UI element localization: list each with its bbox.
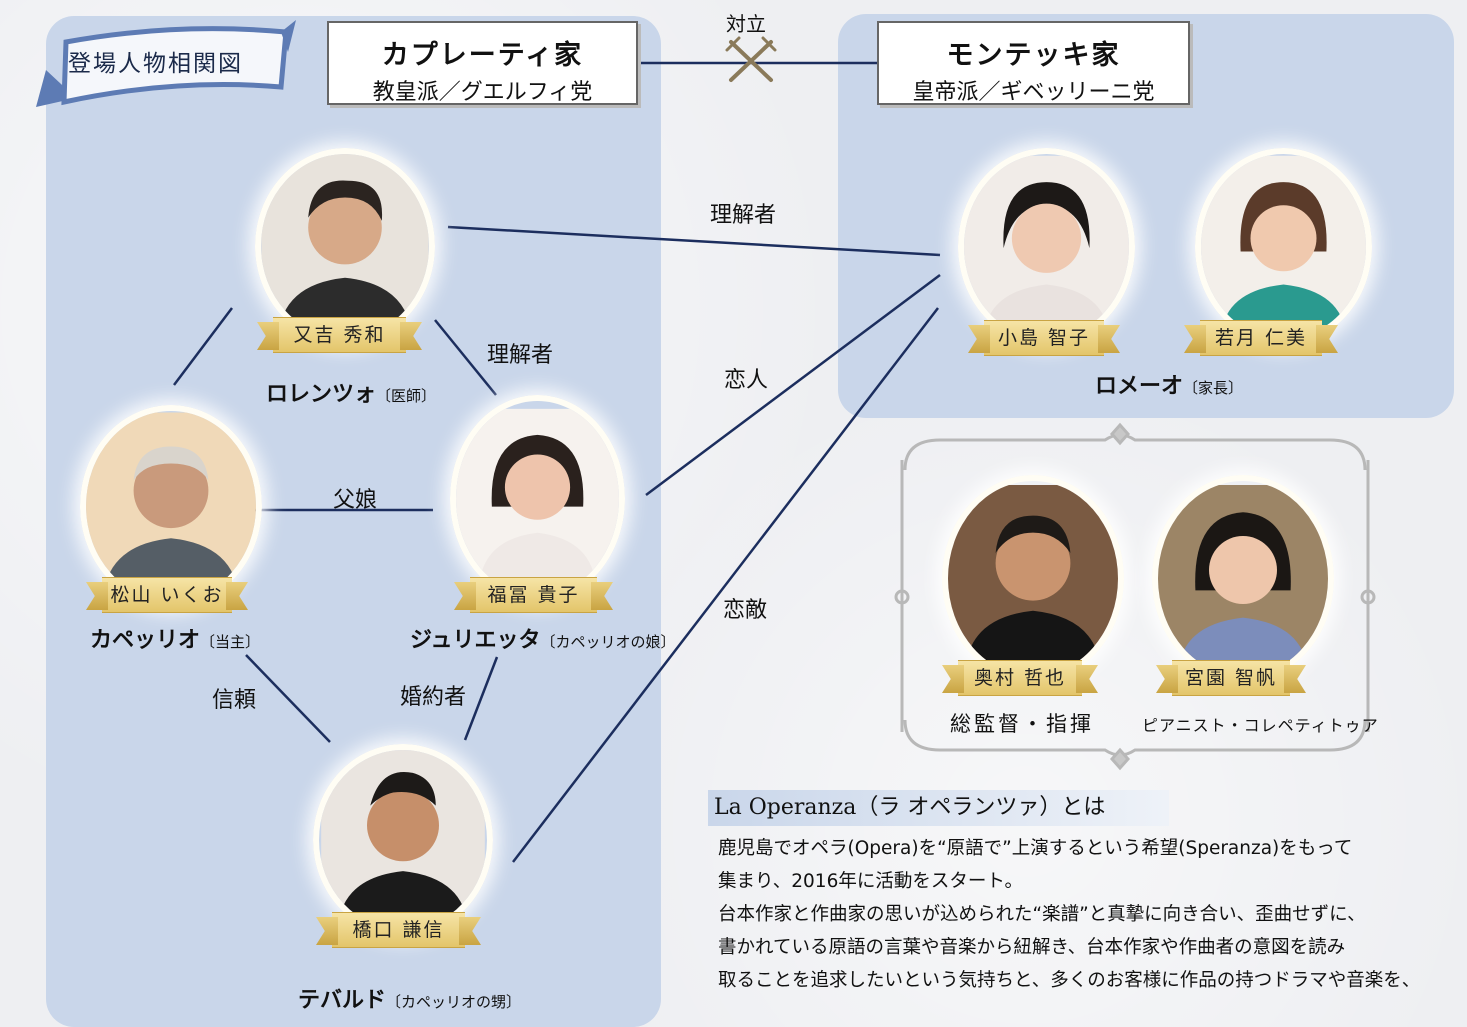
relation-tebaldo-romeo: 恋敵 bbox=[723, 598, 768, 623]
relation-capellio-giulietta: 父娘 bbox=[333, 488, 378, 513]
performer-name-romeo-2: 若月 仁美 bbox=[1200, 320, 1322, 356]
family-box-capuleti: カプレーティ家 教皇派／グエルフィ党 bbox=[327, 21, 638, 105]
role-note: 〔カペッリオの娘〕 bbox=[540, 633, 676, 651]
line-giulietta-romeo bbox=[645, 273, 941, 497]
banner-label: 登場人物相関図 bbox=[68, 51, 243, 77]
staff-name-pianist: 宮園 智帆 bbox=[1172, 660, 1290, 696]
performer-name-romeo-1: 小島 智子 bbox=[984, 320, 1104, 356]
portrait-romeo-2 bbox=[1195, 148, 1372, 345]
relation-lorenzo-giulietta: 理解者 bbox=[487, 343, 554, 368]
portrait-director bbox=[942, 475, 1124, 682]
performer-name-tebaldo: 橋口 謙信 bbox=[332, 912, 465, 948]
relation-lorenzo-romeo: 理解者 bbox=[710, 203, 777, 228]
about-line: 集まり、2016年に活動をスタート。 bbox=[718, 871, 1023, 892]
role-tebaldo: テバルド〔カペッリオの甥〕 bbox=[298, 982, 521, 1014]
performer-name-capellio: 松山 いくお bbox=[102, 577, 232, 613]
role-name: カペッリオ bbox=[90, 628, 201, 653]
role-note: 〔当主〕 bbox=[200, 633, 261, 651]
family-faction: 教皇派／グエルフィ党 bbox=[372, 80, 593, 105]
family-name: モンテッキ家 bbox=[946, 40, 1121, 71]
staff-name-director: 奥村 哲也 bbox=[958, 660, 1082, 696]
role-romeo: ロメーオ〔家長〕 bbox=[1095, 368, 1243, 400]
role-note: 〔家長〕 bbox=[1183, 379, 1244, 397]
role-note: 〔カペッリオの甥〕 bbox=[386, 993, 522, 1011]
role-note: 〔医師〕 bbox=[376, 387, 437, 405]
title-banner bbox=[36, 20, 296, 107]
line-lorenzo-giulietta bbox=[434, 319, 497, 396]
relation-giulietta-tebaldo: 婚約者 bbox=[400, 685, 467, 710]
performer-name-lorenzo: 又吉 秀和 bbox=[273, 317, 406, 353]
relation-capellio-tebaldo: 信頼 bbox=[212, 688, 257, 713]
role-giulietta: ジュリエッタ〔カペッリオの娘〕 bbox=[410, 622, 675, 654]
portrait-lorenzo bbox=[255, 148, 435, 344]
relation-giulietta-romeo: 恋人 bbox=[724, 368, 769, 393]
family-name: カプレーティ家 bbox=[381, 40, 584, 71]
staff-title-pianist: ピアニスト・コレペティトゥア bbox=[1142, 716, 1379, 735]
about-line: 鹿児島でオペラ(Opera)を“原語で”上演するという希望(Speranza)を… bbox=[718, 838, 1353, 859]
about-body: 鹿児島でオペラ(Opera)を“原語で”上演するという希望(Speranza)を… bbox=[718, 832, 1463, 997]
family-faction: 皇帝派／ギベッリーニ党 bbox=[912, 80, 1155, 105]
line-tebaldo-romeo bbox=[512, 307, 939, 863]
family-box-montecchi: モンテッキ家 皇帝派／ギベッリーニ党 bbox=[877, 21, 1190, 105]
performer-name-giulietta: 福冨 貴子 bbox=[470, 577, 597, 613]
portrait-giulietta bbox=[450, 395, 625, 602]
portrait-tebaldo bbox=[313, 744, 493, 936]
about-line: 書かれている原語の言葉や音楽から紐解き、台本作家や作曲者の意図を読み bbox=[718, 937, 1346, 958]
about-line: 台本作家と作曲家の思いが込められた“楽譜”と真摯に向き合い、歪曲せずに、 bbox=[718, 904, 1366, 925]
role-name: ロレンツォ bbox=[266, 382, 377, 407]
about-line: 取ることを追求したいという気持ちと、多くのお客様に作品の持つドラマや音楽を、 bbox=[718, 970, 1421, 991]
crossed-swords-icon bbox=[725, 36, 777, 82]
staff-title-director: 総監督・指揮 bbox=[950, 712, 1094, 736]
about-title: La Operanza（ラ オペランツァ）とは bbox=[708, 790, 1169, 826]
portrait-pianist bbox=[1152, 475, 1334, 682]
portrait-romeo-1 bbox=[958, 148, 1135, 345]
role-capellio: カペッリオ〔当主〕 bbox=[90, 622, 260, 654]
role-name: ロメーオ bbox=[1095, 374, 1184, 399]
role-name: テバルド bbox=[298, 988, 387, 1013]
line-lorenzo-romeo bbox=[447, 225, 941, 257]
ornate-frame bbox=[894, 422, 1376, 771]
line-capellio-tebaldo bbox=[245, 654, 331, 743]
role-name: ジュリエッタ bbox=[410, 628, 541, 653]
line-lorenzo-capellio bbox=[173, 307, 233, 386]
conflict-label: 対立 bbox=[726, 12, 766, 36]
role-lorenzo: ロレンツォ〔医師〕 bbox=[266, 376, 436, 408]
line-giulietta-tebaldo bbox=[463, 656, 499, 741]
